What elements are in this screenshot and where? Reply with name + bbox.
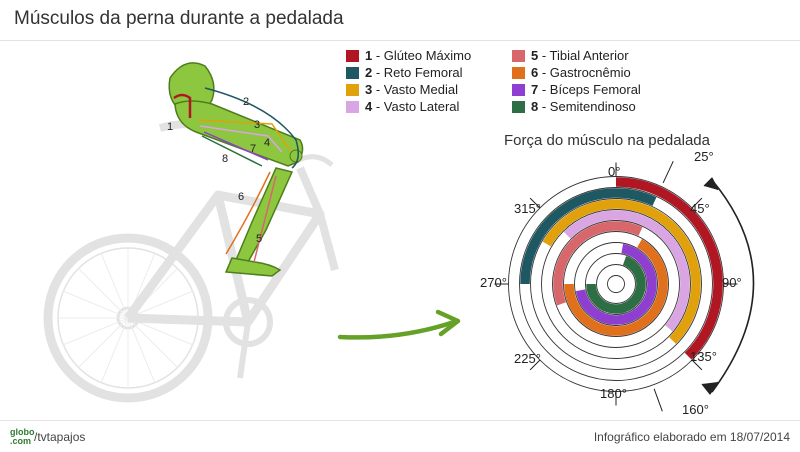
angle-spoke-225 xyxy=(529,359,541,371)
footer-handle: /tvtapajos xyxy=(34,430,86,444)
angle-label-25: 25° xyxy=(694,149,714,164)
legend-item-vasto-medial: 3 - Vasto Medial xyxy=(346,82,458,98)
angle-label-225: 225° xyxy=(514,351,541,366)
muscle-arcs xyxy=(520,177,723,360)
muscle-arc-7 xyxy=(575,243,657,325)
figure-label-4: 4 xyxy=(264,137,270,149)
polar-grid-ring xyxy=(607,275,625,293)
legend-item-reto-femoral: 2 - Reto Femoral xyxy=(346,65,463,81)
figure-label-1: 1 xyxy=(167,121,173,133)
angle-label-45: 45° xyxy=(690,201,710,216)
figure-label-2: 2 xyxy=(243,96,249,108)
title-divider xyxy=(0,40,800,41)
cyclist-illustration: 1 2 3 4 5 6 7 8 xyxy=(43,62,461,403)
figure-label-8: 8 xyxy=(222,153,228,165)
polar-grid-ring xyxy=(574,242,658,326)
legend-item-vasto-lateral: 4 - Vasto Lateral xyxy=(346,99,459,115)
legend-swatch-5 xyxy=(512,49,525,62)
muscle-arc-8 xyxy=(586,256,646,314)
legend-swatch-2 xyxy=(346,66,359,79)
angle-label-90: 90° xyxy=(722,275,742,290)
legend-swatch-3 xyxy=(346,83,359,96)
angle-label-315: 315° xyxy=(514,201,541,216)
angle-label-135: 135° xyxy=(690,349,717,364)
polar-grid-ring xyxy=(563,231,669,337)
polar-grid-ring xyxy=(585,253,647,315)
legend-swatch-7 xyxy=(512,83,525,96)
angle-spoke-315 xyxy=(529,197,541,209)
angle-spokes xyxy=(494,160,738,412)
muscle-arc-4 xyxy=(563,210,690,332)
chart-title: Força do músculo na pedalada xyxy=(504,132,710,149)
figure-label-5: 5 xyxy=(256,233,262,245)
polar-grid-ring xyxy=(530,198,702,370)
globo-logo: globo.com xyxy=(10,427,35,446)
angle-label-180: 180° xyxy=(600,386,627,401)
legend-swatch-1 xyxy=(346,49,359,62)
leg-figure xyxy=(168,62,304,277)
polar-grid-ring xyxy=(519,187,713,381)
muscle-arc-2 xyxy=(520,188,657,285)
angle-label-270: 270° xyxy=(480,275,507,290)
legend-item-gluteo: 1 - Glúteo Máximo xyxy=(346,48,471,64)
legend-item-tibial-anterior: 5 - Tibial Anterior xyxy=(512,48,629,64)
arrow-to-chart xyxy=(337,319,457,340)
angle-spoke-45 xyxy=(691,197,703,209)
figure-label-7: 7 xyxy=(250,143,256,155)
legend-swatch-4 xyxy=(346,100,359,113)
angle-spoke-135 xyxy=(691,359,703,371)
polar-grid-ring xyxy=(552,220,680,348)
angle-label-160: 160° xyxy=(682,402,709,417)
legend-item-biceps-femoral: 7 - Bíceps Femoral xyxy=(512,82,641,98)
rotation-arrow xyxy=(711,179,755,393)
muscle-arc-3 xyxy=(542,199,701,344)
legend-swatch-6 xyxy=(512,66,525,79)
polar-grid-ring xyxy=(596,264,636,304)
legend-swatch-8 xyxy=(512,100,525,113)
muscle-arc-6 xyxy=(564,239,668,336)
figure-label-6: 6 xyxy=(238,191,244,203)
muscle-arc-1 xyxy=(615,177,723,360)
muscle-arc-5 xyxy=(553,221,643,306)
angle-marker-25 xyxy=(662,160,674,184)
chainring xyxy=(223,297,273,347)
footer-credit: Infográfico elaborado em 18/07/2014 xyxy=(593,430,790,444)
figure-label-3: 3 xyxy=(254,119,260,131)
angle-label-0: 0° xyxy=(608,164,620,179)
legend-item-gastrocnemio: 6 - Gastrocnêmio xyxy=(512,65,631,81)
legend-item-semitendinoso: 8 - Semitendinoso xyxy=(512,99,636,115)
polar-grid-ring xyxy=(541,209,691,359)
footer-divider xyxy=(0,420,800,421)
angle-marker-160 xyxy=(653,388,663,412)
page-title: Músculos da perna durante a pedalada xyxy=(14,8,344,29)
